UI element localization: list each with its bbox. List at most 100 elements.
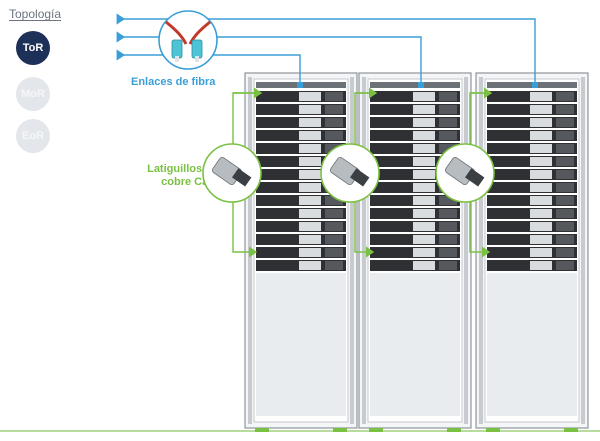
rack-foot [486,428,500,432]
server-drive-bay [413,131,435,140]
server-panel [439,131,457,140]
server-drive-bay [413,92,435,101]
server-panel [556,170,574,179]
server-panel [556,157,574,166]
rack-2 [358,72,472,432]
server-panel [439,196,457,205]
rack-rail-left [479,77,483,424]
server-panel [556,261,574,270]
server-panel [439,235,457,244]
rack-empty-space [256,273,346,416]
server-panel [325,131,343,140]
server-drive-bay [299,118,321,127]
rack-empty-space [487,273,577,416]
server-drive-bay [299,105,321,114]
server-panel [439,105,457,114]
server-drive-bay [413,196,435,205]
server-drive-bay [299,157,321,166]
server-drive-bay [530,196,552,205]
server-drive-bay [530,248,552,257]
server-drive-bay [413,248,435,257]
server-drive-bay [530,261,552,270]
server-panel [439,261,457,270]
server-drive-bay [530,92,552,101]
server-drive-bay [299,261,321,270]
topology-title: Topología [9,7,62,21]
server-drive-bay [413,118,435,127]
server-drive-bay [413,222,435,231]
server-panel [556,92,574,101]
server-panel [439,92,457,101]
server-panel [325,209,343,218]
server-drive-bay [299,235,321,244]
topology-mor-button[interactable]: MoR [16,77,50,111]
server-drive-bay [530,131,552,140]
server-drive-bay [530,222,552,231]
server-panel [439,144,457,153]
rack-rail-left [248,77,252,424]
topology-tor-button[interactable]: ToR [16,31,50,65]
rj45-cat8-connector-icon [320,143,380,203]
server-panel [325,248,343,257]
server-drive-bay [530,170,552,179]
rack-rail-right [464,77,468,424]
rack-foot [369,428,383,432]
server-panel [556,248,574,257]
tor-switch [370,82,460,88]
server-drive-bay [530,183,552,192]
server-panel [325,105,343,114]
server-panel [325,196,343,205]
server-drive-bay [413,261,435,270]
rack-1 [244,72,358,432]
server-panel [556,105,574,114]
fiber-link-rack-2 [116,31,422,86]
server-panel [325,118,343,127]
server-panel [556,222,574,231]
server-drive-bay [413,170,435,179]
server-drive-bay [299,222,321,231]
server-drive-bay [413,105,435,114]
rj45-cat8-connector-icon [435,143,495,203]
server-drive-bay [413,157,435,166]
server-panel [439,222,457,231]
server-panel [556,144,574,153]
server-drive-bay [530,209,552,218]
server-panel [439,118,457,127]
fiber-link-rack-3 [116,13,536,86]
server-drive-bay [299,131,321,140]
server-drive-bay [413,183,435,192]
server-drive-bay [530,144,552,153]
server-drive-bay [299,183,321,192]
server-panel [439,248,457,257]
copper-label-line-1: Latiguillos de [147,163,218,175]
rack-empty-space [370,273,460,416]
server-panel [556,235,574,244]
lc-fiber-connector-icon [158,10,218,70]
rack-rail-right [350,77,354,424]
rack-3 [475,72,589,432]
server-panel [325,92,343,101]
server-drive-bay [299,248,321,257]
server-drive-bay [299,144,321,153]
server-panel [325,222,343,231]
fiber-links-label: Enlaces de fibra [131,76,216,88]
rack-foot [564,428,578,432]
server-drive-bay [299,209,321,218]
server-drive-bay [413,209,435,218]
rack-foot [447,428,461,432]
server-panel [556,196,574,205]
server-panel [325,235,343,244]
server-drive-bay [299,92,321,101]
server-panel [439,209,457,218]
rack-foot [255,428,269,432]
rack-rail-left [362,77,366,424]
fiber-port-3 [532,82,538,88]
server-panel [556,183,574,192]
server-panel [556,131,574,140]
server-drive-bay [299,170,321,179]
topology-eor-button[interactable]: EoR [16,119,50,153]
server-drive-bay [530,235,552,244]
server-drive-bay [413,144,435,153]
server-panel [325,261,343,270]
